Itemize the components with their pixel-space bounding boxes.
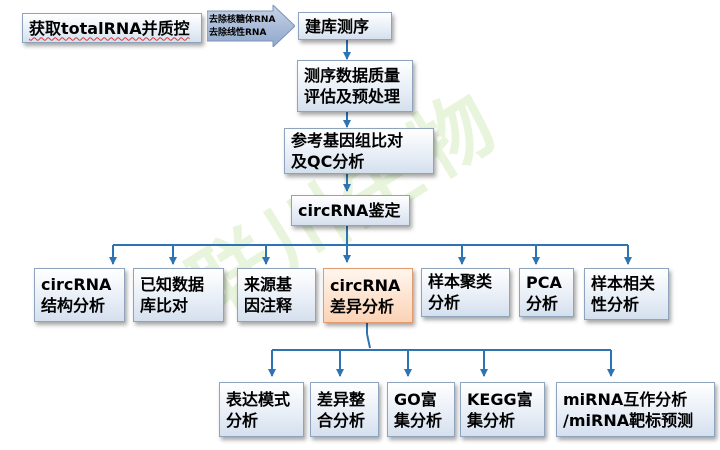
cluster-label: 样本聚类 分析 (428, 272, 493, 312)
start-box: 获取totalRNA并质控 (22, 13, 202, 43)
known-db-box: 已知数据 库比对 (133, 268, 224, 322)
qc-box: 测序数据质量 评估及预处理 (297, 60, 413, 112)
source-gene-label: 来源基 因注释 (244, 275, 293, 315)
ident-box: circRNA鉴定 (291, 195, 410, 226)
go-enrichment-label: GO富 集分析 (394, 389, 443, 430)
correlation-box: 样本相关 性分析 (584, 268, 669, 320)
kegg-enrichment-box: KEGG富 集分析 (460, 382, 545, 437)
ident-label: circRNA鉴定 (298, 201, 401, 220)
arrow-label-linear: 去除线性RNA (209, 28, 267, 38)
diff-analysis-box: circRNA 差异分析 (323, 268, 413, 323)
known-db-label: 已知数据 库比对 (140, 275, 205, 315)
pca-box: PCA 分析 (519, 268, 574, 317)
expression-pattern-box: 表达模式 分析 (219, 382, 304, 437)
qc-label: 测序数据质量 评估及预处理 (304, 66, 401, 106)
source-gene-box: 来源基 因注释 (237, 268, 316, 322)
mirna-box: miRNA互作分析 /miRNA靶标预测 (556, 382, 715, 437)
kegg-enrichment-label: KEGG富 集分析 (467, 389, 533, 430)
correlation-label: 样本相关 性分析 (591, 274, 656, 314)
library-box: 建库测序 (298, 12, 392, 40)
pca-label: PCA 分析 (526, 272, 562, 313)
mirna-label: miRNA互作分析 /miRNA靶标预测 (563, 389, 694, 430)
arrow-label-ribosomal: 去除核糖体RNA (209, 15, 276, 25)
big-arrow-icon (207, 5, 295, 47)
library-label: 建库测序 (305, 16, 370, 36)
diff-diag (366, 333, 371, 349)
cluster-box: 样本聚类 分析 (421, 268, 510, 317)
align-box: 参考基因组比对 及QC分析 (284, 128, 434, 174)
diff-integration-label: 差异整 合分析 (317, 389, 366, 430)
expression-pattern-label: 表达模式 分析 (226, 389, 291, 430)
diff-analysis-label: circRNA 差异分析 (330, 275, 401, 316)
structure-box: circRNA 结构分析 (34, 268, 125, 322)
align-label: 参考基因组比对 及QC分析 (291, 131, 404, 171)
structure-label: circRNA 结构分析 (41, 275, 112, 315)
go-enrichment-box: GO富 集分析 (387, 382, 455, 437)
start-label: 获取totalRNA并质控 (29, 18, 190, 38)
diff-integration-box: 差异整 合分析 (310, 382, 379, 437)
